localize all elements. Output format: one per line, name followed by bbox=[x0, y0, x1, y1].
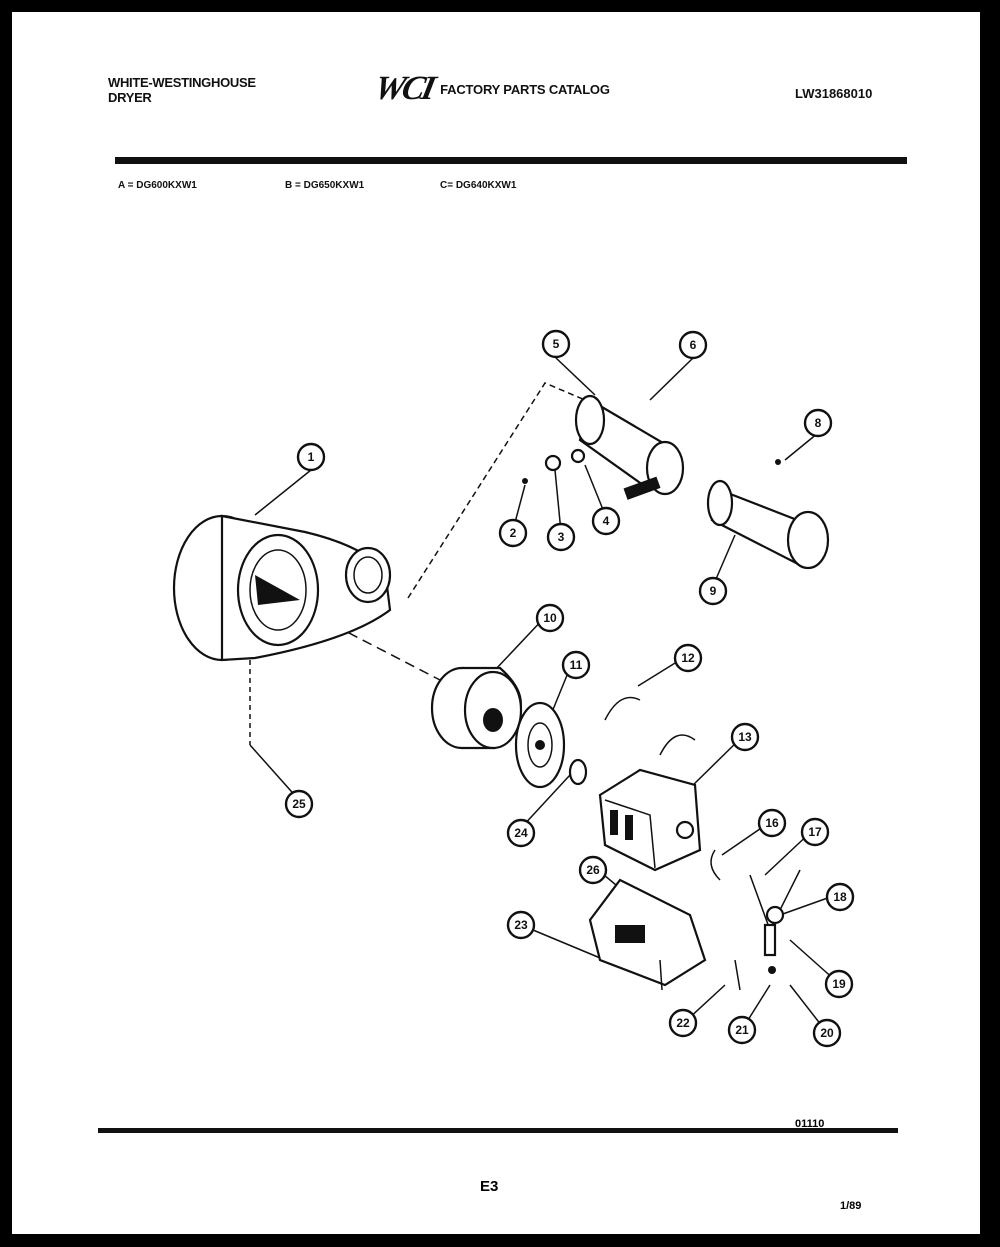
callout-6: 6 bbox=[678, 330, 708, 360]
svg-text:16: 16 bbox=[765, 816, 779, 830]
callout-24: 24 bbox=[506, 818, 536, 848]
figure-code: 01110 bbox=[795, 1118, 825, 1130]
callout-5: 5 bbox=[541, 329, 571, 359]
svg-text:26: 26 bbox=[586, 863, 600, 877]
callout-23: 23 bbox=[506, 910, 536, 940]
blower-wheel-part bbox=[430, 666, 523, 750]
svg-text:1: 1 bbox=[308, 450, 315, 464]
date-code: 1/89 bbox=[840, 1200, 862, 1212]
svg-text:17: 17 bbox=[808, 825, 822, 839]
svg-text:5: 5 bbox=[553, 337, 560, 351]
callout-21: 21 bbox=[727, 1015, 757, 1045]
callout-1: 1 bbox=[296, 442, 326, 472]
svg-text:6: 6 bbox=[690, 338, 697, 352]
callout-12: 12 bbox=[673, 643, 703, 673]
callout-2: 2 bbox=[498, 518, 528, 548]
svg-text:9: 9 bbox=[710, 584, 717, 598]
seal-part bbox=[514, 701, 566, 789]
motor-bracket-part bbox=[588, 878, 707, 991]
brand-block: WHITE-WESTINGHOUSE DRYER bbox=[108, 75, 256, 105]
switch-assembly-part bbox=[710, 849, 801, 991]
svg-text:24: 24 bbox=[514, 826, 528, 840]
svg-text:25: 25 bbox=[292, 797, 306, 811]
svg-text:23: 23 bbox=[514, 918, 528, 932]
callout-4: 4 bbox=[591, 506, 621, 536]
callout-3: 3 bbox=[546, 522, 576, 552]
svg-text:20: 20 bbox=[820, 1026, 834, 1040]
svg-text:22: 22 bbox=[676, 1016, 690, 1030]
svg-text:12: 12 bbox=[681, 651, 695, 665]
svg-text:13: 13 bbox=[738, 730, 752, 744]
footer-rule bbox=[98, 1128, 898, 1133]
svg-text:3: 3 bbox=[558, 530, 565, 544]
model-b: B = DG650KXW1 bbox=[285, 180, 365, 191]
svg-text:2: 2 bbox=[510, 526, 517, 540]
svg-text:10: 10 bbox=[543, 611, 557, 625]
svg-text:11: 11 bbox=[570, 658, 583, 672]
callout-20: 20 bbox=[812, 1018, 842, 1048]
duct-part bbox=[706, 459, 830, 570]
svg-text:21: 21 bbox=[735, 1023, 749, 1037]
svg-text:8: 8 bbox=[815, 416, 822, 430]
catalog-title: FACTORY PARTS CATALOG bbox=[440, 81, 610, 97]
callout-18: 18 bbox=[825, 882, 855, 912]
callout-11: 11 bbox=[561, 650, 591, 680]
svg-text:18: 18 bbox=[833, 890, 847, 904]
callout-10: 10 bbox=[535, 603, 565, 633]
exhaust-duct-part bbox=[522, 394, 685, 500]
callout-22: 22 bbox=[668, 1008, 698, 1038]
brand-name: WHITE-WESTINGHOUSE bbox=[108, 75, 256, 90]
model-c: C= DG640KXW1 bbox=[440, 180, 517, 191]
motor-part bbox=[568, 696, 702, 872]
model-a: A = DG600KXW1 bbox=[118, 180, 197, 191]
catalog-heading: WCI FACTORY PARTS CATALOG bbox=[371, 70, 610, 108]
callout-25: 25 bbox=[284, 789, 314, 819]
svg-text:4: 4 bbox=[603, 514, 610, 528]
callout-17: 17 bbox=[800, 817, 830, 847]
page-number: E3 bbox=[480, 1178, 499, 1195]
svg-text:19: 19 bbox=[832, 977, 846, 991]
callout-8: 8 bbox=[803, 408, 833, 438]
catalog-number: LW31868010 bbox=[795, 86, 873, 101]
callout-26: 26 bbox=[578, 855, 608, 885]
product-type: DRYER bbox=[108, 90, 152, 105]
callout-9: 9 bbox=[698, 576, 728, 606]
leader-lines bbox=[249, 357, 837, 1031]
callout-19: 19 bbox=[824, 969, 854, 999]
header-rule bbox=[115, 157, 907, 164]
callout-13: 13 bbox=[730, 722, 760, 752]
blower-housing-part bbox=[172, 514, 392, 662]
callout-16: 16 bbox=[757, 808, 787, 838]
